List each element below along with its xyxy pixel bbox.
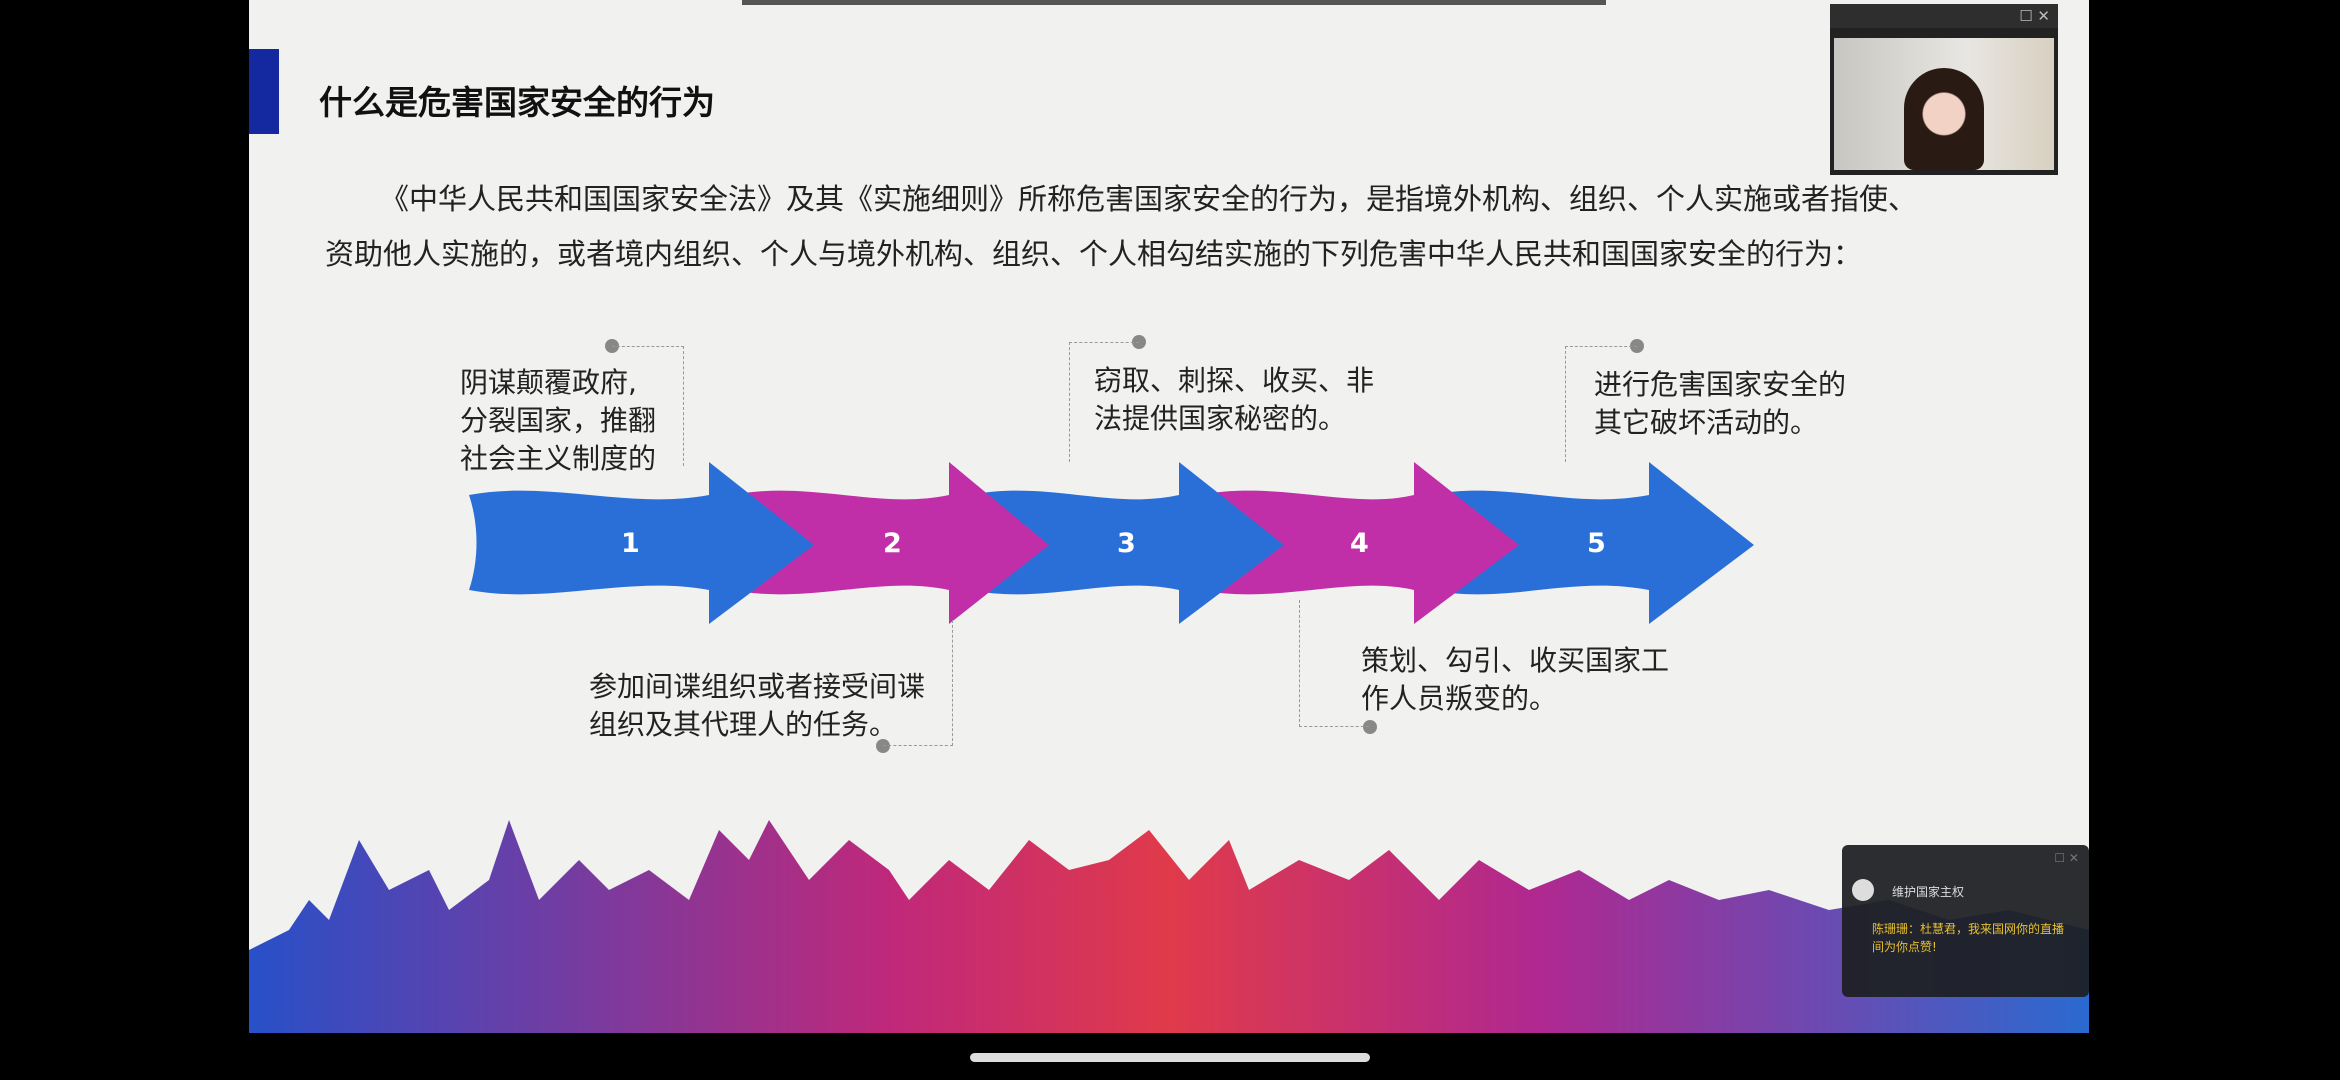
step-number-1: 1 (621, 528, 640, 559)
step-number-3: 3 (1117, 528, 1136, 559)
chat-message: 陈珊珊：杜慧君，我来国网你的直播间为你点赞! (1872, 922, 2065, 954)
intro-paragraph-line1: 《中华人民共和国国家安全法》及其《实施细则》所称危害国家安全的行为，是指境外机构… (380, 182, 1918, 216)
step-number-2: 2 (883, 528, 902, 559)
chat-controls[interactable]: ☐ ✕ (2054, 851, 2079, 865)
step-number-5: 5 (1587, 528, 1606, 559)
step-4-dot (1363, 720, 1377, 734)
presenter-image (1904, 68, 1984, 170)
webcam-window[interactable]: ☐ ✕ (1830, 4, 2058, 175)
home-indicator[interactable] (970, 1053, 1370, 1062)
webcam-feed (1834, 38, 2054, 170)
arrow-4 (1199, 462, 1519, 624)
webcam-window-controls[interactable]: ☐ ✕ (1830, 4, 2058, 28)
arrow-3 (969, 462, 1284, 624)
step-5-label: 进行危害国家安全的 其它破坏活动的。 (1594, 368, 1847, 439)
title-accent-bar (249, 49, 279, 134)
intro-paragraph-line2: 资助他人实施的，或者境内组织、个人与境外机构、组织、个人相勾结实施的下列危害中华… (325, 237, 1863, 271)
step-5-connector (1565, 346, 1637, 462)
step-3-label: 窃取、刺探、收买、非 法提供国家秘密的。 (1094, 364, 1375, 435)
top-toolbar[interactable] (742, 0, 1606, 5)
process-arrows (469, 462, 1754, 624)
arrow-2 (732, 462, 1049, 624)
live-chat-overlay[interactable]: ☐ ✕ 维护国家主权 陈珊珊：杜慧君，我来国网你的直播间为你点赞! (1842, 845, 2089, 997)
step-1-label: 阴谋颠覆政府, 分裂国家，推翻 社会主义制度的 (460, 366, 657, 475)
slide-title: 什么是危害国家安全的行为 (319, 83, 715, 122)
arrow-5 (1429, 462, 1754, 624)
step-5-dot (1630, 339, 1644, 353)
step-3-connector (1069, 342, 1139, 462)
presentation-slide: 什么是危害国家安全的行为 《中华人民共和国国家安全法》及其《实施细则》所称危害国… (249, 0, 2089, 1033)
step-number-4: 4 (1350, 528, 1369, 559)
step-2-label: 参加间谍组织或者接受间谍 组织及其代理人的任务。 (589, 670, 926, 741)
crowd-silhouette-image (249, 820, 2089, 1033)
user-avatar (1852, 879, 1874, 901)
step-3-dot (1132, 335, 1146, 349)
step-4-connector (1299, 600, 1369, 727)
step-2-connector (883, 620, 953, 746)
chat-room-name: 维护国家主权 (1892, 885, 1965, 899)
arrow-1 (469, 462, 814, 624)
step-2-dot (876, 739, 890, 753)
step-4-label: 策划、勾引、收买国家工 作人员叛变的。 (1361, 644, 1670, 715)
step-1-connector (612, 346, 684, 466)
